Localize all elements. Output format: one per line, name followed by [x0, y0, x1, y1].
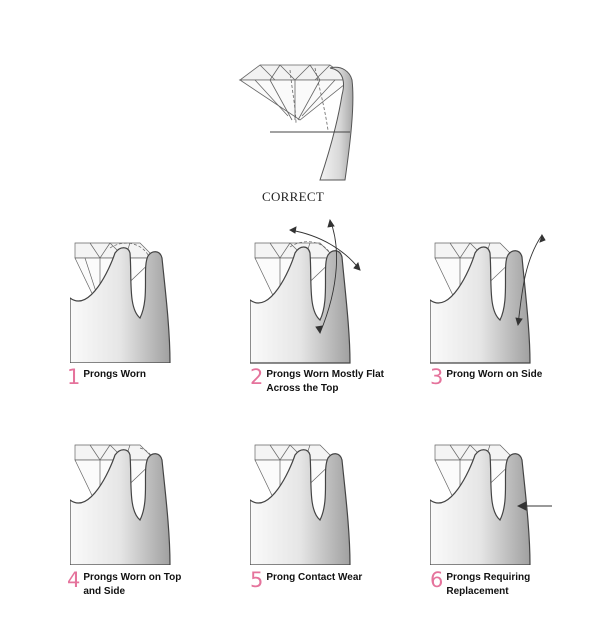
panel-5-caption: 5 Prong Contact Wear — [250, 570, 362, 591]
panel-5-text: Prong Contact Wear — [266, 572, 363, 583]
panel-1-text: Prongs Worn — [83, 369, 146, 380]
panel-2-caption: 2 Prongs Worn Mostly Flat Across the Top — [250, 367, 384, 396]
panel-1-illustration — [70, 238, 250, 363]
panel-6-caption: 6 Prongs Requiring Replacement — [430, 570, 530, 599]
panel-4-number: 4 — [67, 568, 81, 592]
panel-6-number: 6 — [430, 568, 444, 592]
panel-3-illustration — [430, 230, 600, 364]
panel-6-text: Prongs Requiring Replacement — [446, 572, 531, 597]
panel-1-caption: 1 Prongs Worn — [67, 367, 146, 388]
panel-3-text: Prong Worn on Side — [446, 369, 543, 380]
panel-6-illustration — [430, 440, 600, 565]
panel-5-number: 5 — [250, 568, 264, 592]
panel-4-illustration — [70, 440, 250, 565]
panel-4-caption: 4 Prongs Worn on Top and Side — [67, 570, 181, 599]
correct-prong-illustration — [230, 50, 360, 185]
panel-2-number: 2 — [250, 365, 264, 389]
panel-3-number: 3 — [430, 365, 444, 389]
panel-2-illustration — [250, 215, 430, 364]
correct-label: CORRECT — [262, 189, 325, 204]
panel-1-number: 1 — [67, 365, 81, 389]
panel-5-illustration — [250, 440, 430, 565]
panel-2-text: Prongs Worn Mostly Flat Across the Top — [266, 369, 384, 394]
panel-4-text: Prongs Worn on Top and Side — [83, 572, 182, 597]
panel-3-caption: 3 Prong Worn on Side — [430, 367, 542, 388]
